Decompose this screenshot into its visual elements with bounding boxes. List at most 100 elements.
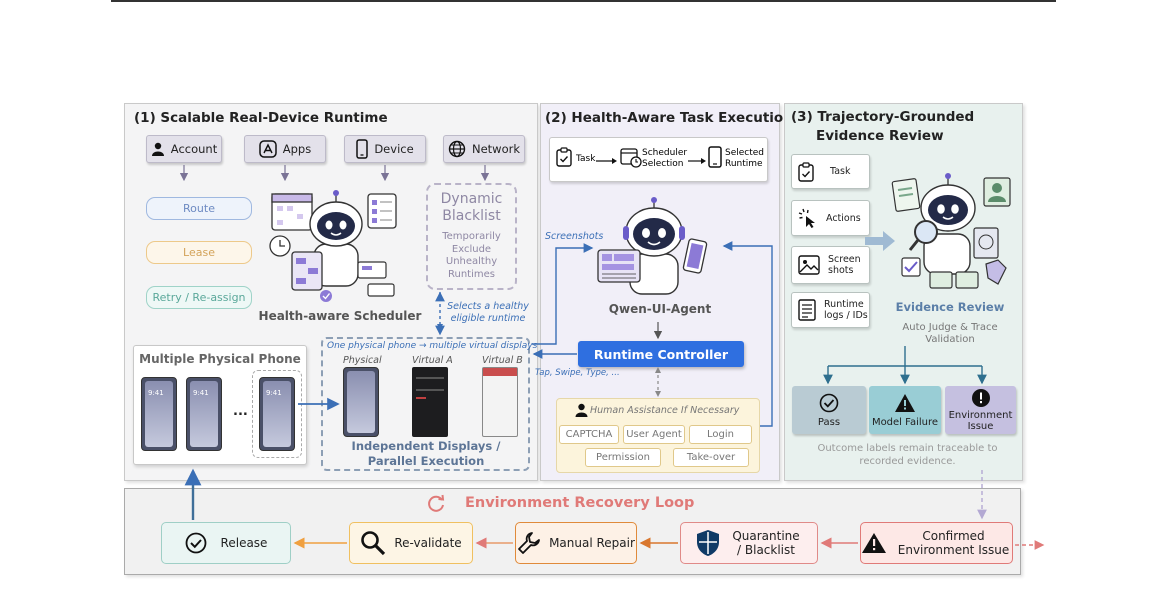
display-label-physical: Physical [343,355,382,366]
outcome-model-failure-label: Model Failure [871,416,939,428]
dynamic-blacklist-box: Dynamic Blacklist Temporarily Exclude Un… [426,183,517,290]
category-account-label: Account [170,142,218,156]
outcome-environment-issue: Environment Issue [945,386,1016,434]
step-manual-repair-label: Manual Repair [549,536,635,550]
scheduler-label: Health-aware Scheduler [258,309,422,323]
wrench-icon [518,532,540,554]
displays-caption: Independent Displays / Parallel Executio… [351,439,501,468]
step-confirmed-issue: Confirmed Environment Issue [860,522,1013,564]
evidence-review-desc: Auto Judge & Trace Validation [902,322,998,345]
globe-icon [448,140,466,158]
evidence-actions: Actions [791,200,870,236]
alert-circle-icon [971,389,990,407]
physical-phone-3: 9:41 [259,377,295,451]
document-log-icon [798,299,816,321]
retry-pill: Retry / Re-assign [146,286,252,309]
chip-user-agent: User Agent [623,425,685,444]
recovery-loop-title: Environment Recovery Loop [465,495,695,511]
warning-triangle-icon [862,533,886,553]
panel-evidence-title-line1: (3) Trajectory-Grounded [791,109,975,125]
route-pill: Route [146,197,252,220]
display-label-virtual-a: Virtual A [412,355,453,366]
actions-note: Tap, Swipe, Type, ... [535,368,620,378]
step-confirmed-issue-label: Confirmed Environment Issue [897,529,1010,557]
category-device: Device [344,135,426,163]
selects-note: Selects a healthy eligible runtime [447,301,529,324]
panel-evidence-title-line2: Evidence Review [816,128,944,144]
category-apps: Apps [244,135,326,163]
display-physical [343,367,379,437]
evidence-review-label: Evidence Review [895,300,1005,314]
evidence-actions-label: Actions [826,212,861,224]
phone-icon [708,146,722,168]
check-circle-icon [185,532,206,554]
chip-permission: Permission [585,448,661,467]
screenshots-label: Screenshots [545,231,604,242]
outcome-note: Outcome labels remain traceable to recor… [817,443,998,467]
flow-task-label: Task [576,154,596,164]
flow-arrow-2 [688,158,706,164]
cursor-click-icon [798,208,815,228]
phone-time: 9:41 [148,389,164,397]
dynamic-blacklist-title: Dynamic Blacklist [440,191,503,224]
chip-captcha: CAPTCHA [559,425,619,444]
step-revalidate: Re-validate [349,522,473,564]
display-virtual-a [412,367,448,437]
step-release-label: Release [220,536,268,550]
outcome-pass: Pass [792,386,866,434]
evidence-screenshots: Screen shots [791,246,870,284]
agent-label: Qwen-UI-Agent [608,302,712,316]
shield-icon [697,530,719,556]
calendar-clock-icon [620,148,642,168]
phone-icon [356,139,369,159]
flow-scheduler-label: Scheduler Selection [642,148,688,169]
clipboard-icon [556,147,572,167]
image-icon [798,255,820,275]
phone-time: 9:41 [193,389,209,397]
apps-icon [259,140,277,158]
chip-login: Login [689,425,752,444]
category-apps-label: Apps [282,142,312,156]
evidence-screenshots-label: Screen shots [828,254,861,276]
category-device-label: Device [374,142,414,156]
physical-phone-1: 9:41 [141,377,177,451]
dynamic-blacklist-desc: Temporarily Exclude Unhealthy Runtimes [442,231,501,280]
outcome-model-failure: Model Failure [869,386,941,434]
phones-ellipsis: ... [233,404,248,419]
step-quarantine: Quarantine / Blacklist [680,522,818,564]
panel-runtime-title: (1) Scalable Real-Device Runtime [134,110,388,126]
runtime-controller-button[interactable]: Runtime Controller [578,341,744,367]
clipboard-icon [798,161,814,182]
refresh-icon [428,494,445,512]
physical-phones-title: Multiple Physical Phone [139,352,301,366]
review-arrow [865,231,895,251]
task-flow-box [549,137,768,182]
evidence-logs: Runtime logs / IDs [791,292,870,328]
top-rule [111,0,1056,2]
evidence-robot-illustration [891,173,1011,289]
chip-take-over: Take-over [673,448,749,467]
scheduler-robot-illustration [269,190,397,302]
human-assistance-title: Human Assistance If Necessary [590,405,740,416]
step-quarantine-label: Quarantine / Blacklist [732,529,800,557]
category-network-label: Network [471,142,521,156]
display-virtual-b [482,367,518,437]
evidence-task-label: Task [830,166,851,177]
outcome-environment-issue-label: Environment Issue [948,410,1013,432]
magnifier-icon [361,531,386,556]
outcome-pass-label: Pass [817,416,841,428]
display-label-virtual-b: Virtual B [482,355,523,366]
phone-time: 9:41 [266,389,282,397]
user-icon [575,403,588,417]
user-icon [151,142,164,156]
evidence-logs-label: Runtime logs / IDs [824,299,868,321]
agent-robot-illustration [597,197,708,295]
flow-runtime-label: Selected Runtime [725,148,765,169]
step-manual-repair: Manual Repair [515,522,637,564]
physical-phone-2: 9:41 [186,377,222,451]
flow-arrow-1 [596,158,617,164]
category-network: Network [443,135,525,163]
physical-phone-3-frame [252,370,302,458]
panel-execution-title: (2) Health-Aware Task Execution [545,110,793,126]
lease-pill: Lease [146,241,252,264]
